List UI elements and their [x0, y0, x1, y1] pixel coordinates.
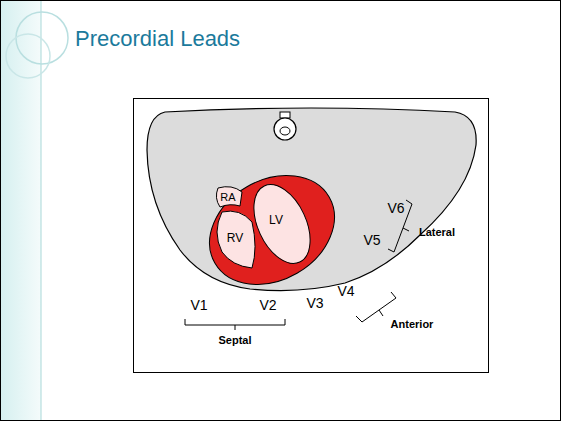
image-frame	[134, 99, 489, 373]
chamber-label: LV	[269, 214, 283, 226]
group-label: Lateral	[419, 227, 455, 238]
heart-illustration	[190, 154, 354, 307]
lead-brackets	[185, 200, 412, 330]
lead-name: V1	[190, 298, 207, 312]
lead-name: V5	[363, 233, 380, 247]
decor-circle	[6, 34, 50, 78]
group-label: Septal	[218, 335, 251, 346]
lead-name: V3	[306, 296, 323, 310]
lead-name: V2	[259, 298, 276, 312]
slide-title: Precordial Leads	[75, 28, 240, 50]
lead-name: V6	[387, 201, 404, 215]
decor-circle	[16, 12, 68, 64]
lead-name: V4	[337, 284, 354, 298]
spine-symbol	[274, 112, 296, 140]
chamber-label: RV	[227, 232, 243, 244]
chamber-label: RA	[220, 192, 235, 203]
group-label: Anterior	[391, 319, 434, 330]
